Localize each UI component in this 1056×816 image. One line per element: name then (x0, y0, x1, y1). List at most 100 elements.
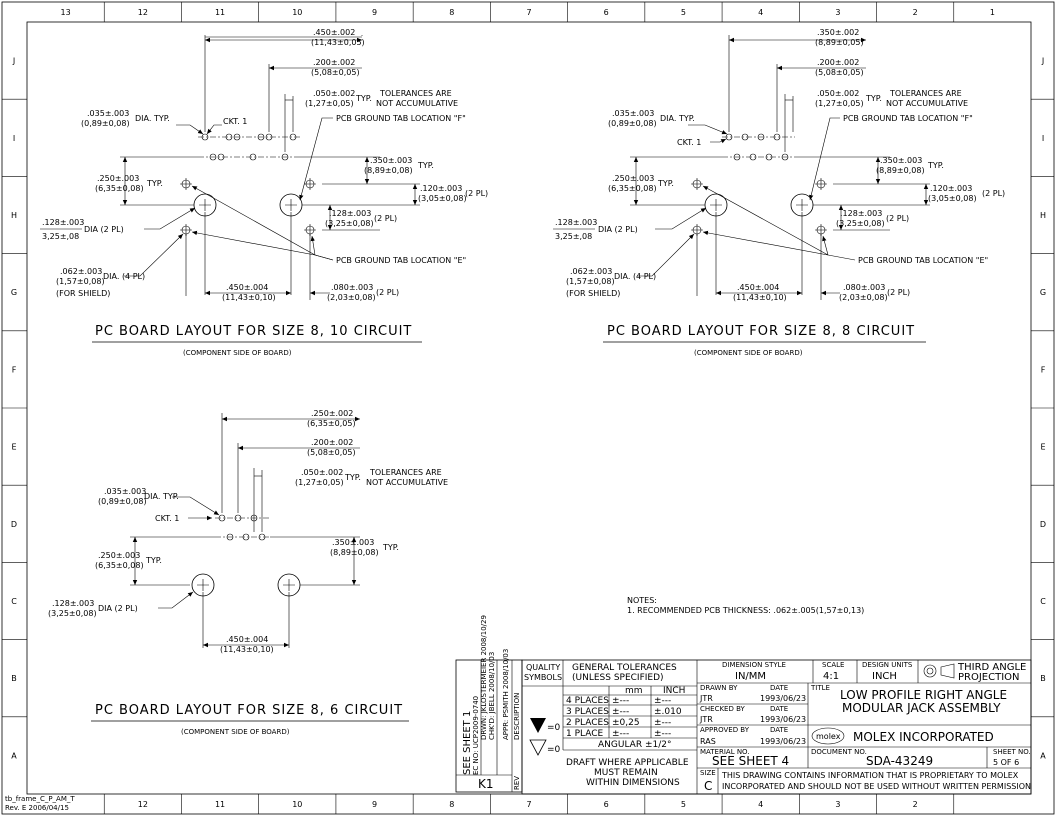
tb-label: THIRD ANGLE (957, 662, 1026, 673)
dim-text: .050±.002 (817, 89, 859, 98)
dim-text: .200±.002 (311, 438, 353, 447)
dim-text: DIA (2 PL) (598, 225, 638, 234)
tb-label: TITLE (810, 684, 830, 692)
dim-text: (6,35±0,08) (608, 184, 657, 193)
sheet-number: 5 OF 6 (993, 758, 1019, 767)
note-text: TOLERANCES ARE (369, 468, 442, 477)
quality-eq: =0 (547, 723, 561, 733)
dim-text: (2,03±0,08) (327, 293, 376, 302)
dim-text: (2 PL) (376, 288, 399, 297)
dim-text: .350±.002 (817, 28, 859, 37)
dim-text: (1,27±0,05) (815, 99, 864, 108)
dim-text: .035±.003 (612, 109, 654, 118)
dim-text: (0,89±0,08) (81, 119, 130, 128)
rev-value: K1 (478, 777, 494, 791)
zone-col-label: 2 (913, 8, 918, 17)
dim-text: (1,57±0,08) (56, 277, 105, 286)
dim-text: (6,35±0,08) (95, 184, 144, 193)
dim-text: (2 PL) (374, 214, 397, 223)
dim-text: .062±.003 (60, 267, 102, 276)
zone-col-label: 13 (61, 8, 71, 17)
layout-title: PC BOARD LAYOUT FOR SIZE 8, 6 CIRCUIT (95, 703, 403, 718)
layout-10-circuit: .450±.002 (11,43±0,05) .200±.002 (5,08±0… (40, 28, 488, 357)
zone-row-label: G (11, 288, 17, 297)
proprietary-notice: THIS DRAWING CONTAINS INFORMATION THAT I… (721, 771, 1019, 780)
zone-row-label: F (1041, 365, 1046, 374)
dim-text: .128±.003 (52, 599, 94, 608)
projection-circle-icon (923, 664, 937, 678)
zone-row-label: G (1040, 288, 1046, 297)
zone-row-label: C (1040, 597, 1046, 606)
dim-text: (3,25±0,08) (48, 609, 97, 618)
zone-col-label: 11 (215, 8, 225, 17)
tb-val: JTR (699, 715, 713, 724)
title-block: QUALITY SYMBOLS =0 =0 GENERAL TOLERANCES… (521, 659, 1032, 795)
dim-text: (5,08±0,05) (311, 68, 360, 77)
note-text: NOT ACCUMULATIVE (376, 99, 458, 108)
dim-text: (8,89±0,08) (364, 166, 413, 175)
ckt-label: CKT. 1 (223, 117, 247, 126)
dim-text: (1,27±0,05) (295, 478, 344, 487)
tb-label: QUALITY (526, 663, 560, 672)
zone-col-label: 9 (372, 800, 377, 809)
tb-label: DATE (770, 726, 788, 734)
tb-row: 2 PLACES (566, 718, 609, 728)
zone-col-label: 6 (604, 8, 609, 17)
layout-title: PC BOARD LAYOUT FOR SIZE 8, 8 CIRCUIT (607, 324, 915, 339)
zone-col-label: 6 (604, 800, 609, 809)
dim-text: .128±.003 (42, 218, 84, 227)
tb-val: JTR (699, 694, 713, 703)
layout-subtitle: (COMPONENT SIDE OF BOARD) (183, 349, 292, 357)
zone-col-label: 5 (681, 800, 686, 809)
zone-col-label: 1 (990, 8, 995, 17)
dim-text: (11,43±0,10) (733, 293, 787, 302)
dim-text: .120±.003 (420, 184, 462, 193)
note-text: NOT ACCUMULATIVE (886, 99, 968, 108)
tb-val: 1993/06/23 (760, 737, 806, 746)
zone-row-label: F (12, 365, 17, 374)
layout-subtitle: (COMPONENT SIDE OF BOARD) (694, 349, 803, 357)
tb-row: 3 PLACES (566, 707, 609, 717)
zone-col-label: 12 (138, 800, 148, 809)
tb-label: ANGULAR ±1/2° (598, 740, 671, 750)
dim-text: .350±.003 (332, 538, 374, 547)
dim-text: .080±.003 (331, 283, 373, 292)
tb-val: ±--- (612, 707, 629, 717)
dim-text: (3,25±0,08) (325, 219, 374, 228)
dim-text: .250±.002 (311, 409, 353, 418)
tb-val: RAS (700, 737, 716, 746)
frame-rev: Rev. E 2006/04/15 (5, 804, 69, 812)
quality-triangle-open-icon (529, 739, 547, 756)
tb-label: DIMENSION STYLE (722, 661, 786, 669)
dim-text: .128±.003 (555, 218, 597, 227)
tb-label: INCH (663, 686, 685, 696)
tb-val: 1993/06/23 (760, 715, 806, 724)
revision-block: SEE SHEET 1 EC NO: UCP2009-0740 DRWN: JK… (455, 615, 523, 793)
dim-text: DIA. TYP. (135, 114, 170, 123)
dim-text: .080±.003 (843, 283, 885, 292)
dim-text: TYP. (865, 94, 882, 103)
dim-text: (FOR SHIELD) (56, 289, 110, 298)
dim-text: (11,43±0,10) (222, 293, 276, 302)
zone-col-label: 12 (138, 8, 148, 17)
dim-text: DIA (2 PL) (84, 225, 124, 234)
zone-row-label: D (1040, 520, 1046, 529)
dim-text: TYP. (927, 161, 944, 170)
rev-ec: EC NO: UCP2009-0740 (472, 696, 480, 775)
dim-text: .250±.003 (612, 174, 654, 183)
rev-sheet: SEE SHEET 1 (462, 711, 473, 775)
tb-label: DRAFT WHERE APPLICABLE (566, 758, 689, 768)
zone-row-label: D (11, 520, 17, 529)
tb-label: SYMBOLS (524, 673, 562, 682)
layout-subtitle: (COMPONENT SIDE OF BOARD) (181, 728, 290, 736)
proprietary-notice: INCORPORATED AND SHOULD NOT BE USED WITH… (722, 782, 1031, 791)
company-name: MOLEX INCORPORATED (853, 730, 994, 744)
dim-text: (6,35±0,05) (307, 419, 356, 428)
dim-text: (2,03±0,08) (839, 293, 888, 302)
zone-row-label: C (11, 597, 17, 606)
zone-row-label: B (1040, 674, 1046, 683)
tb-label: APPROVED BY (700, 726, 750, 734)
dim-text: .128±.003 (329, 209, 371, 218)
dim-text: (2 PL) (465, 189, 488, 198)
